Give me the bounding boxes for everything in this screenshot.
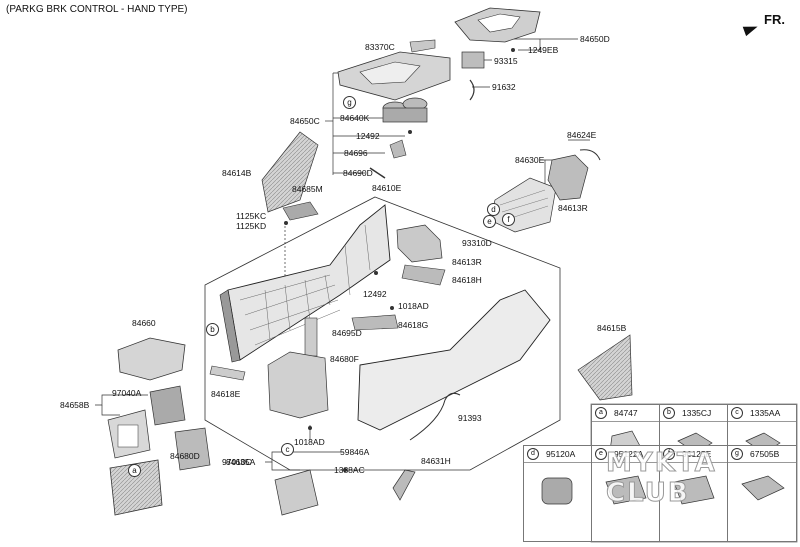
part-label-84613R-lower: 84613R (452, 257, 482, 267)
callout-g: g (343, 96, 356, 109)
legend-cell-d: d 95120A (523, 445, 592, 542)
part-label-84618H: 84618H (452, 275, 482, 285)
part-label-84614B: 84614B (222, 168, 252, 178)
bar-84695D-part (304, 317, 318, 357)
part-label-93315: 93315 (494, 56, 518, 66)
vent-97040A-part (149, 385, 186, 426)
part-label-84630E: 84630E (515, 155, 545, 165)
callout-f: f (502, 213, 515, 226)
part-label-84631H: 84631H (421, 456, 451, 466)
part-label-91632: 91632 (492, 82, 516, 92)
bottom-bracket-84635A-part (274, 469, 319, 516)
part-label-84690D: 84690D (343, 168, 373, 178)
legend-part-g: 67505B (750, 449, 780, 459)
part-label-84640K: 84640K (340, 113, 370, 123)
bracket-84618G-part (351, 314, 399, 331)
legend-letter-e: e (595, 448, 607, 460)
part-label-1018AD-lower: 1018AD (294, 437, 325, 447)
part-label-84615B: 84615B (597, 323, 627, 333)
strip-84618E-part (209, 365, 246, 381)
part-label-83370C: 83370C (365, 42, 395, 52)
rear-cover-84680D-part (109, 459, 163, 516)
shift-bezel-part (454, 7, 541, 43)
legend-part-d: 95120A (546, 449, 576, 459)
part-label-1338AC: 1338AC (334, 465, 365, 475)
part-label-84680F: 84680F (330, 354, 359, 364)
part-label-84624E: 84624E (567, 130, 597, 140)
part-label-97040A: 97040A (112, 388, 142, 398)
legend-cell-f: f 96125E (659, 445, 728, 542)
callout-c: c (281, 443, 294, 456)
legend-part-e: 95122A (614, 449, 644, 459)
legend-part-e-image (605, 475, 647, 505)
legend-letter-a: a (595, 407, 607, 419)
part-label-1249EB: 1249EB (528, 45, 559, 55)
legend-part-c: 1335AA (750, 408, 781, 418)
wire-91632-part (469, 79, 475, 101)
part-label-12492-upper: 12492 (356, 131, 380, 141)
armrest-lid-84660-part (117, 337, 186, 381)
part-label-84618E: 84618E (211, 389, 241, 399)
part-label-84635A: 84635A (226, 457, 256, 467)
legend-part-f: 96125E (682, 449, 712, 459)
part-label-84650D: 84650D (580, 34, 610, 44)
upper-tray-part (337, 39, 451, 101)
legend-part-d-image (541, 477, 573, 505)
callout-e: e (483, 215, 496, 228)
front-direction-label: FR. (764, 12, 785, 27)
legend-letter-b: b (663, 407, 675, 419)
watermark: MYKTA CLUB (606, 448, 717, 509)
legend-letter-f: f (663, 448, 675, 460)
handle-84631H-part (392, 469, 416, 501)
console-frame-part (219, 204, 391, 363)
side-panel-84614B-part (261, 131, 319, 213)
part-label-1018AD-upper: 1018AD (398, 301, 429, 311)
part-label-84658B: 84658B (60, 400, 90, 410)
legend-part-a: 84747 (614, 408, 638, 418)
part-label-84695D: 84695D (332, 328, 362, 338)
part-label-84696: 84696 (344, 148, 368, 158)
part-label-91393: 91393 (458, 413, 482, 423)
part-label-84613R-upper: 84613R (558, 203, 588, 213)
wire-91393-part (409, 392, 461, 441)
switch-93315-part (461, 51, 485, 69)
main-console-group-outline (204, 196, 561, 471)
clip-84690D-part (369, 167, 386, 179)
legend-letter-c: c (731, 407, 743, 419)
callout-a: a (128, 464, 141, 477)
lower-side-trim-part (357, 289, 551, 431)
pad-84685M-part (282, 201, 319, 221)
bracket-84618H-part (401, 264, 446, 286)
part-label-84680D: 84680D (170, 451, 200, 461)
part-label-84618G: 84618G (398, 320, 429, 330)
vent-97010C-part (174, 427, 211, 471)
part-label-59846A: 59846A (340, 447, 370, 457)
box-84680F-part (267, 351, 329, 419)
legend-cell-g: g 67505B (727, 445, 797, 542)
legend-part-b: 1335CJ (682, 408, 712, 418)
part-label-12492-lower: 12492 (363, 289, 387, 299)
part-label-84650C: 84650C (290, 116, 320, 126)
cup-holder-part (382, 97, 428, 123)
part-label-1125KC: 1125KC (236, 211, 267, 221)
part-label-84610E: 84610E (372, 183, 402, 193)
right-trim-84615B-part (577, 334, 633, 401)
part-label-93310D: 93310D (462, 238, 492, 248)
callout-b: b (206, 323, 219, 336)
diagram-title: (PARKG BRK CONTROL - HAND TYPE) (6, 4, 188, 15)
legend-part-f-image (673, 475, 715, 505)
part-label-84660: 84660 (132, 318, 156, 328)
legend-letter-d: d (527, 448, 539, 460)
legend-letter-g: g (731, 448, 743, 460)
clip-84696-part (389, 139, 407, 159)
storage-93310D-part (396, 224, 443, 263)
legend-part-g-image (741, 475, 785, 501)
part-label-1125KD: 1125KD (236, 221, 267, 231)
part-label-84685M: 84685M (292, 184, 323, 194)
part-label-97010C: 97010C (222, 457, 252, 467)
